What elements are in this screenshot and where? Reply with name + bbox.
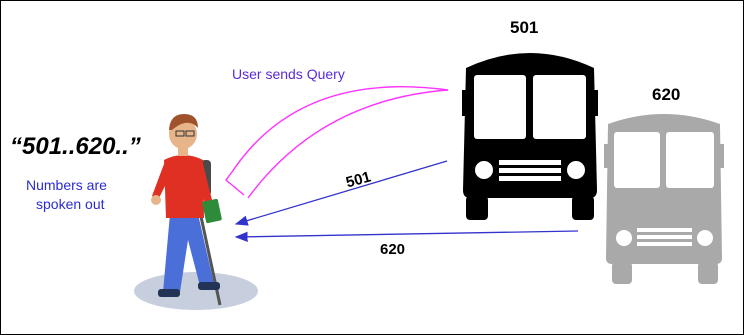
bus-620 xyxy=(604,114,724,284)
query-arrow xyxy=(225,86,449,199)
arrow-620 xyxy=(234,230,579,242)
bus-501 xyxy=(462,53,598,220)
arrow-620-label: 620 xyxy=(380,241,405,258)
arrow-501 xyxy=(234,160,448,226)
spoken-note-line1: Numbers are xyxy=(26,177,107,193)
person-figure xyxy=(134,114,258,310)
bus-501-number: 501 xyxy=(510,18,538,37)
arrow-501-label: 501 xyxy=(344,168,373,191)
bus-620-number: 620 xyxy=(652,85,680,104)
spoken-note-line2: spoken out xyxy=(36,196,105,212)
query-label: User sends Query xyxy=(232,66,345,82)
spoken-quote: “501..620..” xyxy=(10,133,141,160)
